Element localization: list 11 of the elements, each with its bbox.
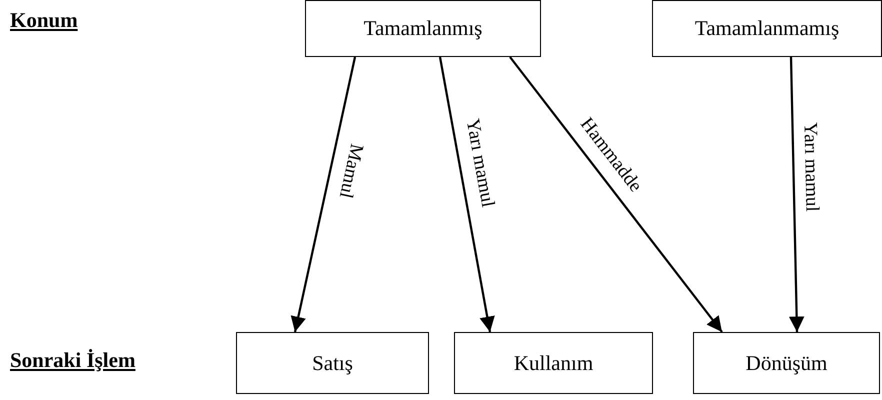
row-heading: Sonraki İşlem [10, 348, 136, 373]
arrow [438, 56, 495, 332]
process-box: Dönüşüm [693, 332, 880, 394]
arrow [509, 56, 723, 333]
process-box: Kullanım [454, 332, 653, 394]
process-box: Tamamlanmamış [652, 0, 882, 57]
row-heading: Konum [10, 8, 78, 33]
process-box: Satış [236, 332, 429, 394]
arrow [290, 56, 356, 332]
process-box: Tamamlanmış [305, 0, 541, 57]
arrow [788, 56, 804, 332]
